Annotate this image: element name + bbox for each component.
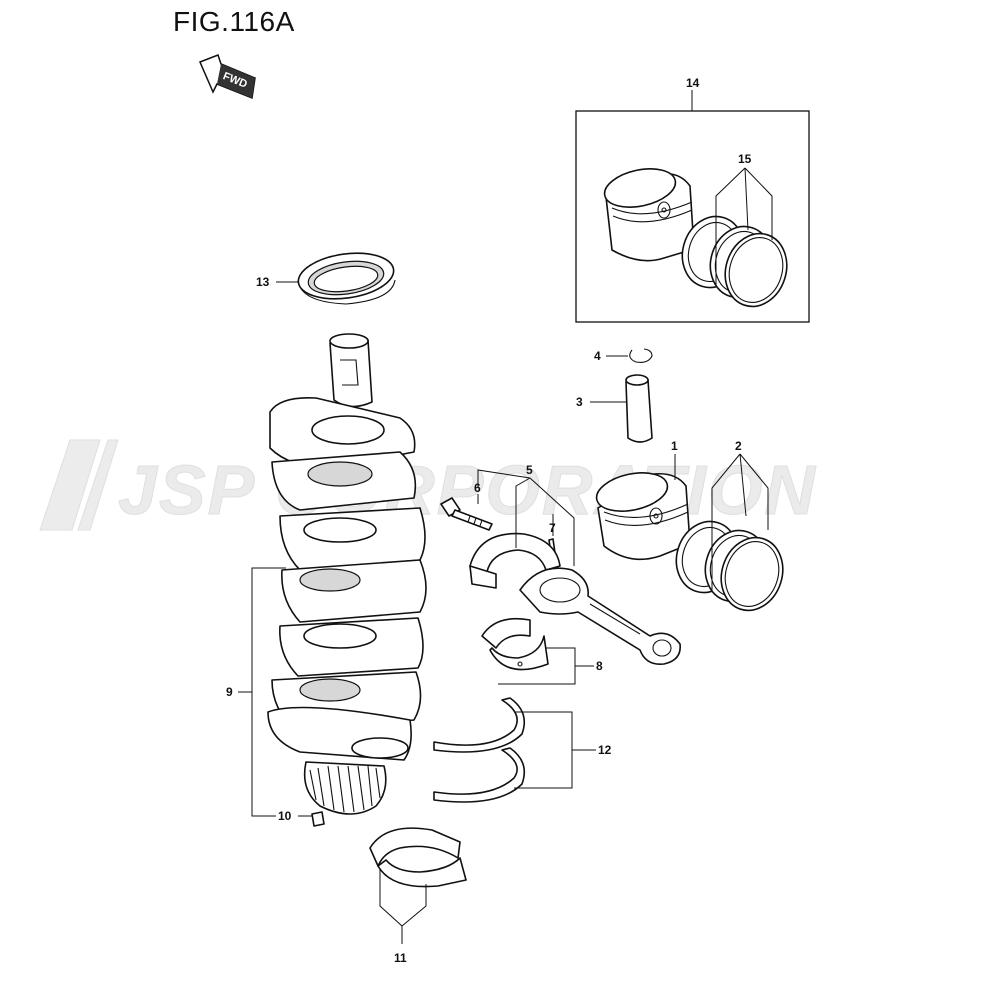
callout-14: 14 bbox=[686, 76, 700, 90]
piston bbox=[595, 472, 691, 561]
callout-4: 4 bbox=[594, 349, 601, 363]
callout-15: 15 bbox=[738, 152, 752, 166]
callout-2: 2 bbox=[735, 439, 742, 453]
callout-9: 9 bbox=[226, 685, 233, 699]
piston-pin bbox=[625, 374, 653, 443]
callout-3: 3 bbox=[576, 395, 583, 409]
callout-5: 5 bbox=[526, 463, 533, 477]
leader-lines bbox=[238, 90, 773, 944]
crankshaft bbox=[267, 333, 427, 815]
callout-13: 13 bbox=[256, 275, 270, 289]
watermark: JSP CORPORATION bbox=[39, 439, 817, 531]
thrust-washers bbox=[433, 697, 526, 803]
fwd-arrow-icon: FWD bbox=[199, 54, 256, 100]
circlip bbox=[629, 348, 653, 363]
callout-6: 6 bbox=[474, 481, 481, 495]
crank-pin-part bbox=[311, 811, 325, 827]
rod-bearing bbox=[481, 617, 549, 671]
callout-1: 1 bbox=[671, 439, 678, 453]
callout-12: 12 bbox=[598, 743, 612, 757]
callout-11: 11 bbox=[394, 951, 407, 965]
oversize-piston bbox=[603, 168, 695, 262]
connecting-rod bbox=[519, 567, 681, 666]
oil-seal bbox=[297, 252, 396, 305]
watermark-text: JSP CORPORATION bbox=[118, 451, 817, 529]
piston-rings bbox=[675, 520, 784, 612]
callout-10: 10 bbox=[278, 809, 292, 823]
callout-7: 7 bbox=[549, 521, 556, 535]
figure-title: FIG.116A bbox=[173, 6, 295, 37]
main-bearing bbox=[369, 827, 467, 888]
rod-bolt bbox=[440, 497, 493, 531]
oversize-rings bbox=[681, 215, 788, 308]
callout-labels: 14 15 13 4 3 1 2 5 6 7 8 9 12 10 11 bbox=[226, 76, 752, 965]
callout-8: 8 bbox=[596, 659, 603, 673]
